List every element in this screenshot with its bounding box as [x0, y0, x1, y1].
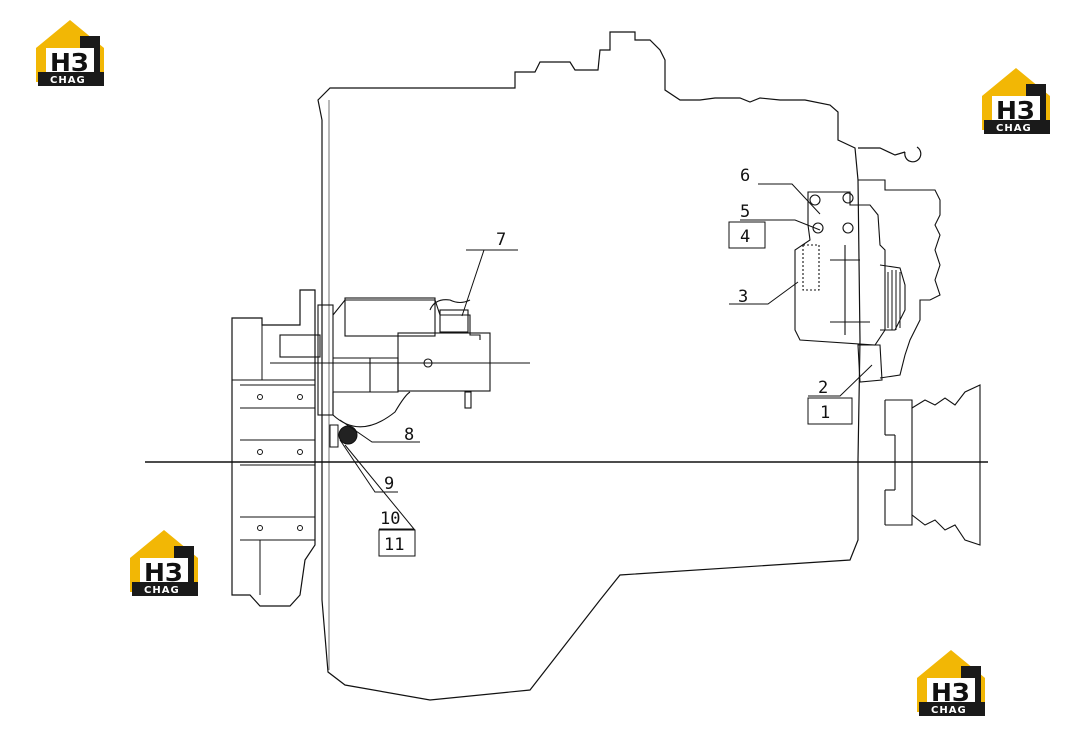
svg-text:HЗ: HЗ: [50, 48, 89, 77]
sensor-component: [329, 424, 358, 448]
watermark-logo-bottom-right: HЗ CHAG: [917, 650, 985, 716]
callout-1: 1: [820, 403, 830, 423]
svg-text:HЗ: HЗ: [931, 678, 970, 707]
alternator-assembly: [794, 191, 906, 383]
dipstick: [858, 146, 922, 163]
callout-box-4: [728, 221, 766, 249]
watermark-logo-top-right: HЗ CHAG: [982, 68, 1050, 134]
callout-box-1: [807, 397, 853, 425]
svg-text:CHAG: CHAG: [50, 75, 86, 86]
callout-11: 11: [384, 535, 404, 555]
callout-6: 6: [740, 166, 750, 186]
callout-labels: 1 2 3 4 5 6 7 8 9 10 11: [378, 166, 853, 557]
callout-2: 2: [818, 378, 828, 398]
flywheel-housing-brackets: [232, 325, 316, 595]
svg-text:CHAG: CHAG: [996, 123, 1032, 134]
flywheel-housing: [231, 289, 316, 607]
callout-9: 9: [384, 474, 394, 494]
svg-text:HЗ: HЗ: [996, 96, 1035, 125]
callout-7: 7: [496, 230, 506, 250]
callout-4: 4: [740, 227, 750, 247]
callout-8: 8: [404, 425, 414, 445]
front-pulley-assembly: [858, 179, 981, 546]
callout-5: 5: [740, 202, 750, 222]
starter-motor: [279, 297, 491, 428]
svg-text:CHAG: CHAG: [931, 705, 967, 716]
callout-3: 3: [738, 287, 748, 307]
svg-text:CHAG: CHAG: [144, 585, 180, 596]
watermark-logo-bottom-left: HЗ CHAG: [130, 530, 198, 596]
watermark-logo-top-left: HЗ CHAG: [36, 20, 104, 86]
callout-10: 10: [380, 509, 400, 529]
leader-lines: [339, 183, 873, 530]
svg-text:HЗ: HЗ: [144, 558, 183, 587]
callout-box-11: [378, 529, 416, 557]
engine-block-outline: [317, 31, 861, 701]
